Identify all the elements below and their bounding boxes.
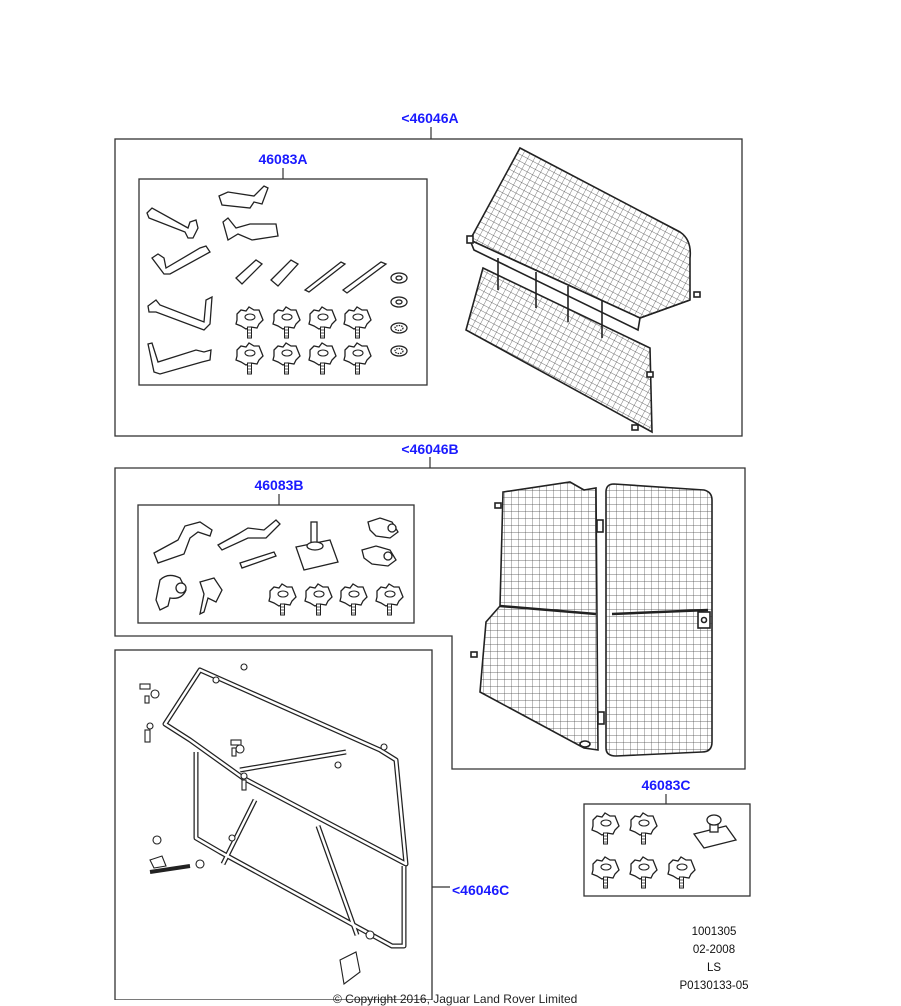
kit-a-parts (146, 185, 408, 375)
assembly-c-tube-inner (163, 668, 408, 948)
kit-b-knobs (268, 583, 404, 616)
hinge-part (222, 217, 279, 241)
copyright-notice: © Copyright 2016, Jaguar Land Rover Limi… (333, 992, 578, 1006)
callout-kit-a[interactable]: 46083A (258, 151, 308, 167)
bracket-part (361, 545, 397, 567)
assembly-c-frame (114, 649, 450, 1000)
key-part (199, 577, 223, 616)
assembly-b-frame (114, 457, 746, 770)
bracket-part (147, 342, 212, 375)
kit-c-frame (583, 794, 751, 897)
kit-b-parts (153, 517, 399, 616)
spacer-part (270, 259, 300, 287)
spacer-part (235, 259, 264, 285)
assembly-c-fixings (139, 663, 388, 985)
kit-c-parts (591, 812, 738, 889)
bracket-part (217, 519, 281, 551)
callout-assembly-b[interactable]: <46046B (401, 441, 459, 457)
bracket-part (146, 207, 199, 239)
bracket-part (151, 245, 211, 275)
kit-b-frame (137, 494, 415, 624)
hinge-part (218, 185, 269, 209)
kit-a-frame (138, 168, 428, 386)
kit-a-knobs (235, 306, 372, 375)
assembly-a-frame (114, 127, 743, 437)
callout-kit-b[interactable]: 46083B (254, 477, 304, 493)
assembly-b-guard (470, 481, 713, 757)
bolt-part (341, 261, 388, 294)
assembly-c-tube-frame (162, 667, 409, 949)
part-reference: P0130133-05 (679, 980, 749, 992)
pin-part (239, 551, 277, 569)
bracket-part (367, 517, 399, 539)
callout-kit-c[interactable]: 46083C (641, 777, 691, 793)
drawing-date: 02-2008 (692, 944, 736, 956)
bracket-part (153, 521, 213, 564)
drawing-code: LS (706, 962, 722, 974)
stud-part (692, 814, 738, 849)
bracket-part (147, 295, 213, 331)
callout-assembly-c[interactable]: <46046C (452, 882, 510, 898)
bolt-part (303, 261, 347, 293)
callout-assembly-a[interactable]: <46046A (401, 110, 459, 126)
assembly-a-guard (465, 146, 701, 434)
drawing-number: 1001305 (691, 926, 737, 938)
